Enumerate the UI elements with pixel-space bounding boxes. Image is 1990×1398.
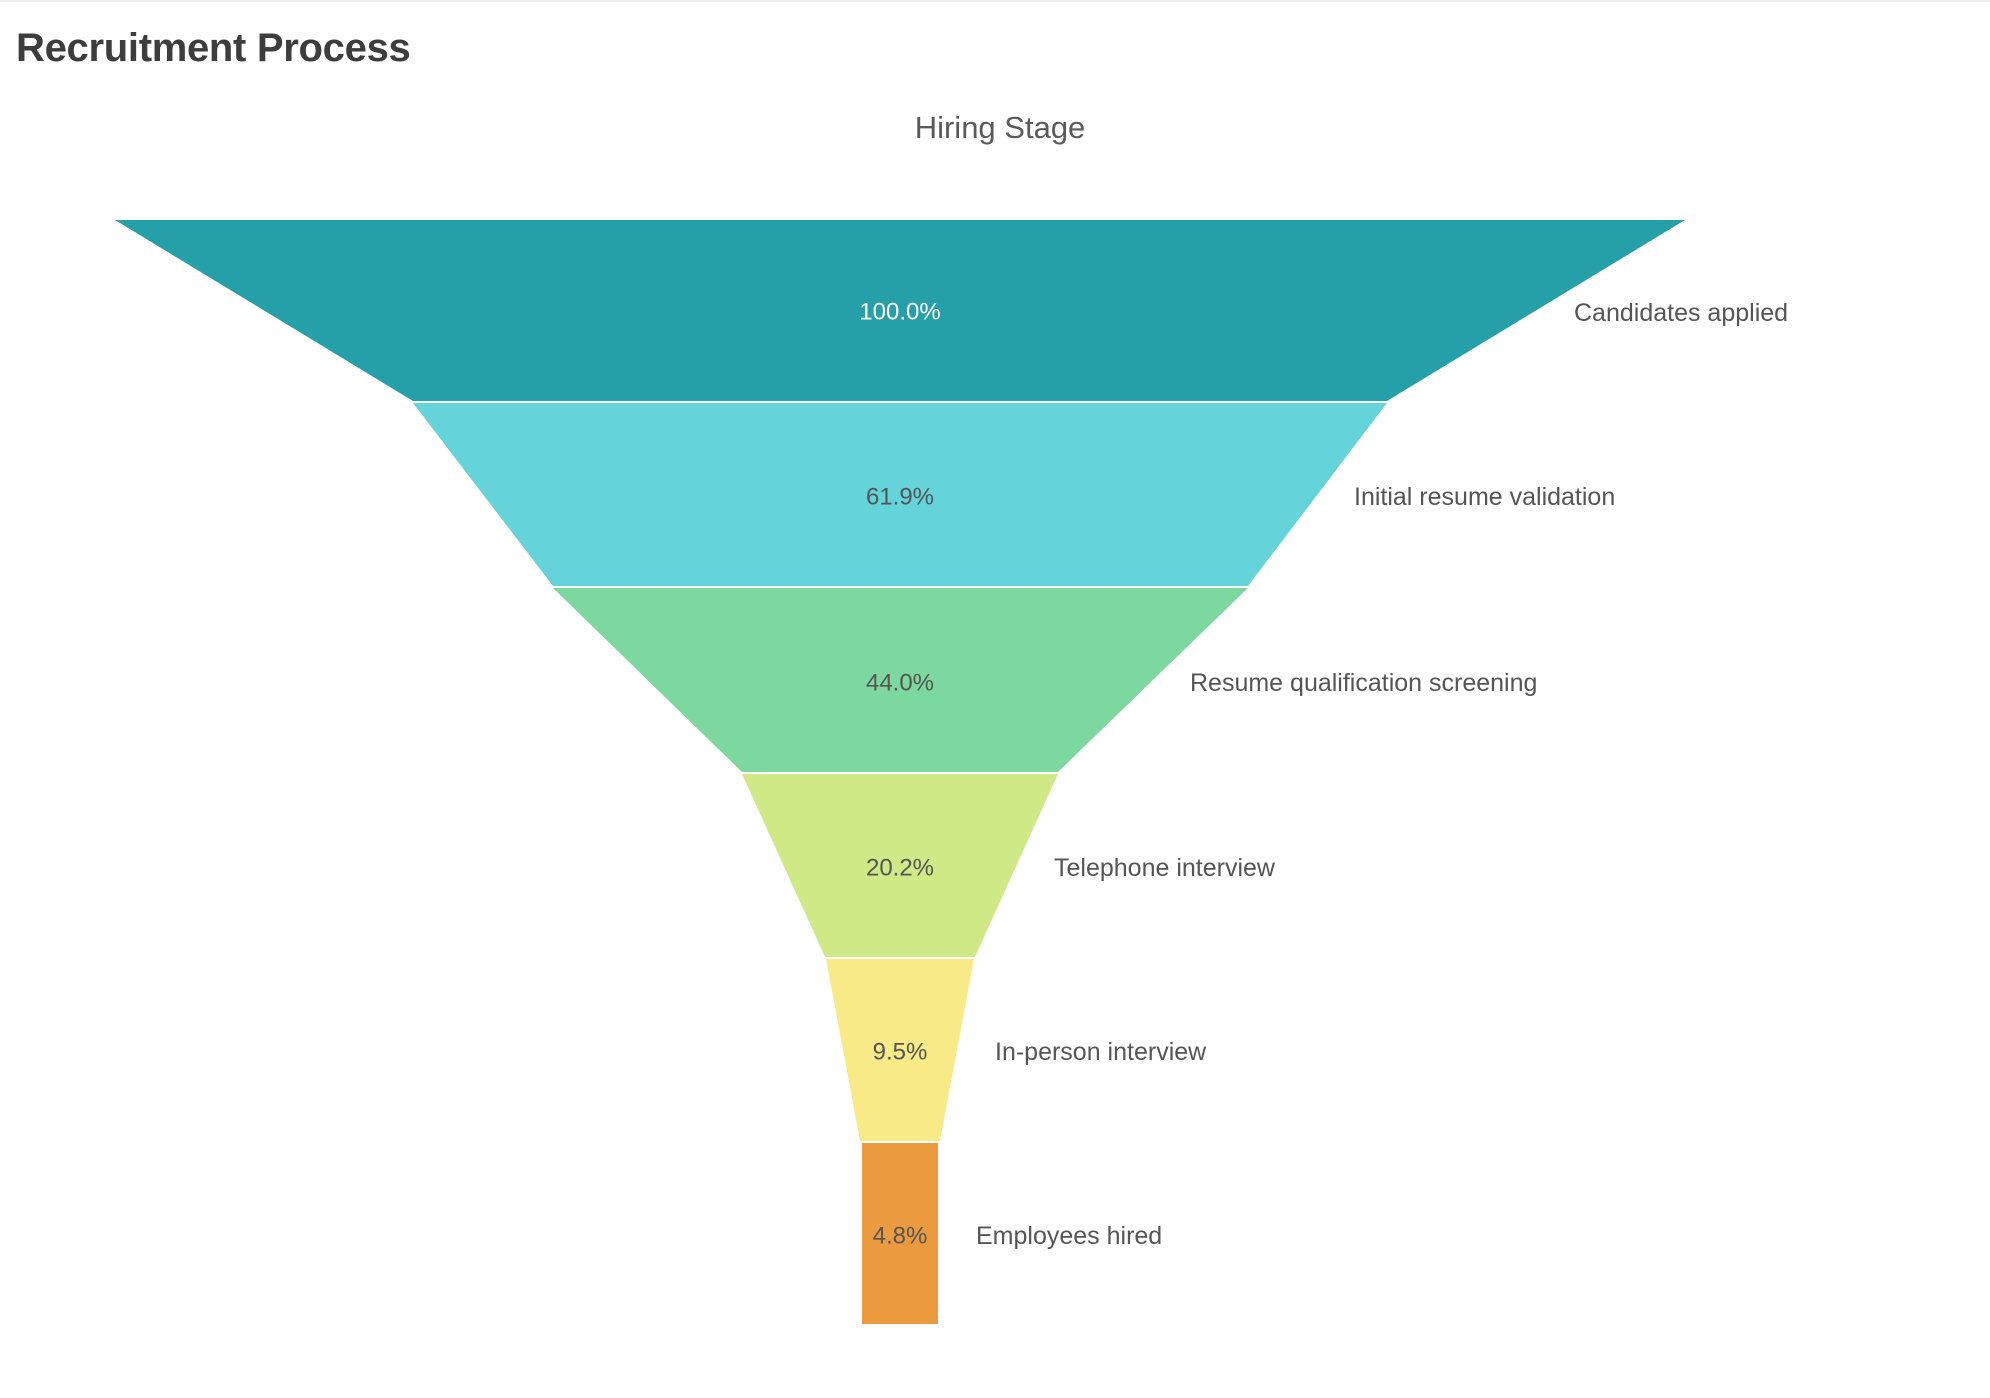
chart-title: Hiring Stage [914,110,1086,145]
funnel-stage-candidates-applied[interactable]: 100.0% Candidates applied [115,220,1788,401]
stage-percent: 4.8% [873,1223,928,1250]
funnel-stage-employees-hired[interactable]: 4.8% Employees hired [862,1143,1162,1324]
stage-percent: 61.9% [866,484,934,511]
stage-label: Initial resume validation [1354,483,1615,511]
top-divider [0,0,1990,2]
stage-label: Resume qualification screening [1190,669,1537,697]
stage-percent: 100.0% [859,299,940,326]
funnel-segment[interactable] [553,588,1248,772]
funnel-segment[interactable] [115,220,1685,401]
stage-percent: 9.5% [873,1039,928,1066]
stage-label: Employees hired [976,1222,1162,1250]
funnel-segment[interactable] [742,774,1058,957]
funnel-segment[interactable] [826,959,974,1141]
stage-percent: 20.2% [866,855,934,882]
funnel-stage-initial-resume-validation[interactable]: 61.9% Initial resume validation [413,403,1615,586]
page-title: Recruitment Process [16,26,411,70]
stage-percent: 44.0% [866,670,934,697]
stage-label: Telephone interview [1054,854,1276,882]
funnel-stage-resume-qualification-screening[interactable]: 44.0% Resume qualification screening [553,588,1537,772]
funnel-stage-in-person-interview[interactable]: 9.5% In-person interview [826,959,1207,1141]
funnel-segment[interactable] [413,403,1387,586]
stage-label: Candidates applied [1574,299,1788,327]
funnel-segment[interactable] [862,1143,938,1324]
funnel-stage-telephone-interview[interactable]: 20.2% Telephone interview [742,774,1276,957]
stage-label: In-person interview [995,1038,1207,1066]
